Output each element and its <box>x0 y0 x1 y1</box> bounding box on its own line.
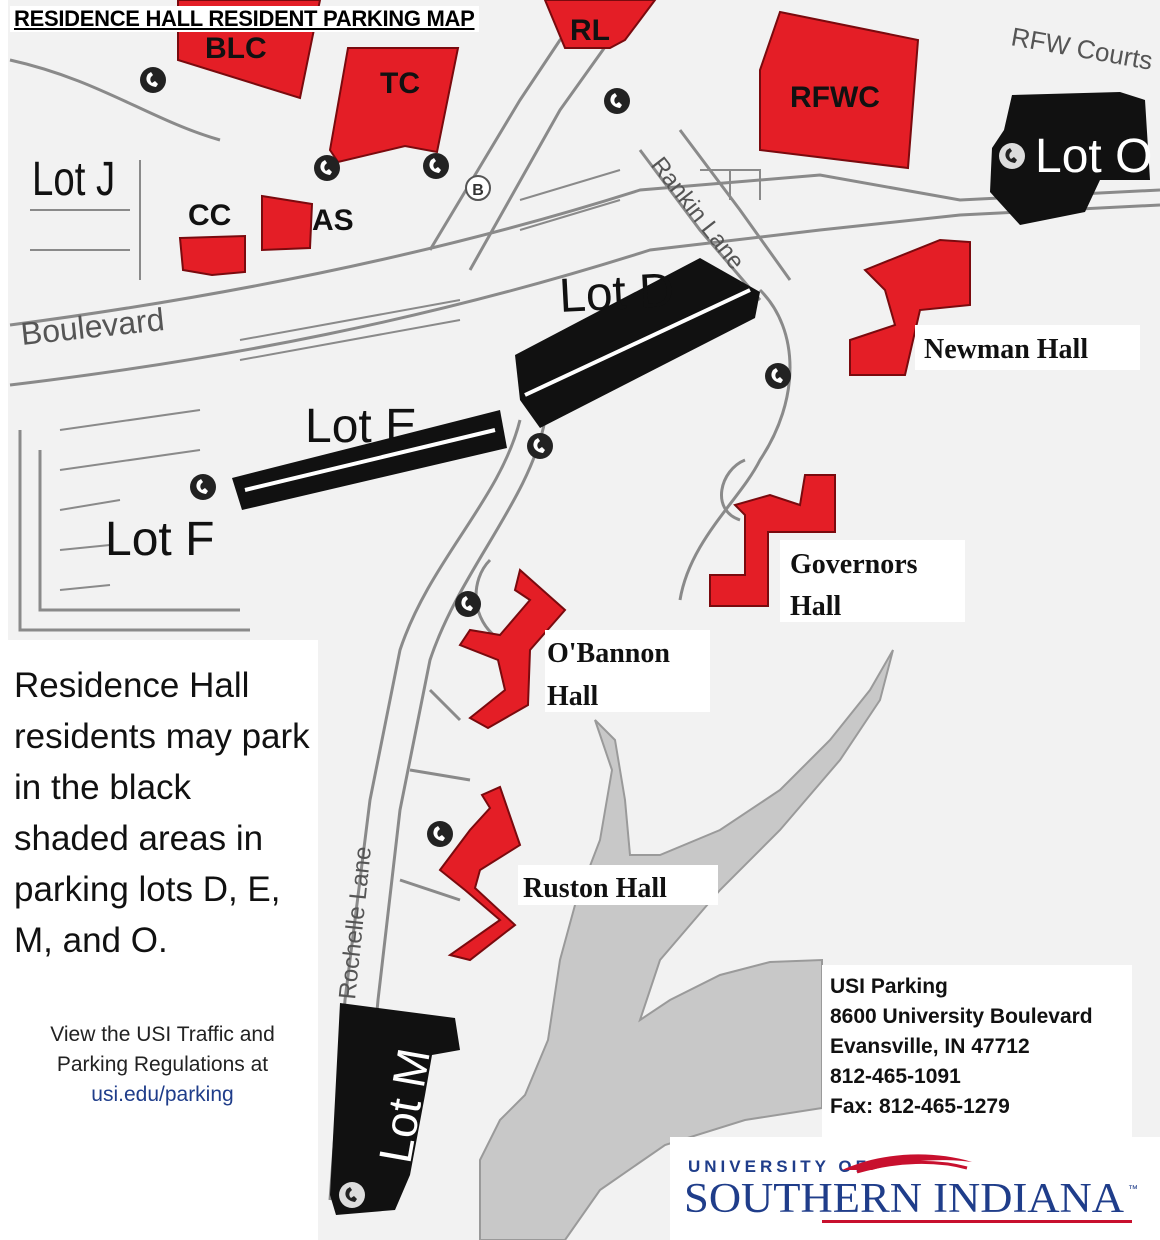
buildings <box>177 0 971 962</box>
svg-text:B: B <box>472 182 484 199</box>
label-governors-hall-line2: Hall <box>790 591 842 622</box>
phone-icon <box>339 1182 365 1208</box>
contact-name: USI Parking <box>830 975 948 998</box>
phone-icon <box>314 155 340 181</box>
phone-icon <box>527 433 553 459</box>
label-blc: BLC <box>205 32 267 65</box>
phone-icon <box>999 143 1025 169</box>
phone-icon <box>604 88 630 114</box>
building-rfwc <box>759 10 920 170</box>
label-as: AS <box>312 204 354 237</box>
parking-note: Residence Hall residents may park in the… <box>14 666 310 960</box>
parking-stalls <box>30 160 761 591</box>
label-obannon-hall-line2: Hall <box>547 681 599 712</box>
contact-address: 8600 University Boulevard <box>830 1005 1093 1028</box>
lake <box>479 649 894 1240</box>
contact-phone: 812-465-1091 <box>830 1065 961 1088</box>
label-ruston-hall: Ruston Hall <box>523 873 667 904</box>
map-title: RESIDENCE HALL RESIDENT PARKING MAP <box>10 6 479 32</box>
regulations-notice: View the USI Traffic and Parking Regulat… <box>20 1020 305 1110</box>
label-tc: TC <box>380 67 420 100</box>
phone-icon <box>455 591 481 617</box>
building-newman <box>849 238 971 376</box>
ruston-label-panel <box>518 865 718 905</box>
logo-bottom-text: SOUTHERN INDIANA <box>684 1176 1125 1222</box>
logo-top-text: UNIVERSITY OF <box>688 1157 870 1176</box>
label-lot-f: Lot F <box>105 513 214 566</box>
building-obannon <box>458 568 567 730</box>
contact-info: USI Parking 8600 University Boulevard Ev… <box>830 972 1093 1122</box>
contact-fax: Fax: 812-465-1279 <box>830 1095 1010 1118</box>
building-tc <box>328 47 460 164</box>
label-lot-d: Lot D <box>558 264 675 323</box>
phone-icon <box>427 821 453 847</box>
label-lot-e: Lot E <box>305 400 417 453</box>
logo-underline <box>822 1220 1132 1223</box>
lot-lanes <box>244 288 751 492</box>
contact-city: Evansville, IN 47712 <box>830 1035 1030 1058</box>
label-governors-hall-line1: Governors <box>790 549 918 580</box>
phone-icon <box>190 474 216 500</box>
phone-icon <box>423 153 449 179</box>
label-rfwc: RFWC <box>790 81 880 114</box>
governors-label-panel <box>780 540 965 622</box>
label-newman-hall: Newman Hall <box>924 334 1088 365</box>
label-obannon-hall-line1: O'Bannon <box>547 638 670 669</box>
building-governors <box>709 474 836 607</box>
logo-trademark: ™ <box>1128 1184 1138 1195</box>
label-lot-o: Lot O <box>1035 130 1152 183</box>
phone-icon <box>140 67 166 93</box>
phone-icon <box>765 363 791 389</box>
building-rl <box>543 0 657 49</box>
obannon-label-panel <box>545 630 710 712</box>
usi-logo: UNIVERSITY OF SOUTHERN INDIANA ™ <box>684 1154 1138 1223</box>
left-info-panel <box>0 640 318 1240</box>
lot-o-shape <box>990 92 1150 225</box>
building-as <box>261 194 314 252</box>
building-ruston <box>438 785 522 962</box>
phone-icons <box>140 67 1025 1208</box>
newman-label-panel <box>915 325 1140 370</box>
label-rl: RL <box>570 14 610 47</box>
bus-stop-marker: B <box>465 175 491 201</box>
contact-panel <box>822 965 1132 1137</box>
label-cc: CC <box>188 199 231 232</box>
regulations-link[interactable]: usi.edu/parking <box>91 1083 234 1106</box>
building-cc <box>178 234 246 277</box>
label-lot-j: Lot J <box>32 153 115 206</box>
regulations-line-1: View the USI Traffic and <box>50 1023 275 1046</box>
regulations-line-2: Parking Regulations at <box>56 1053 269 1076</box>
lot-m-shape <box>330 1003 460 1215</box>
